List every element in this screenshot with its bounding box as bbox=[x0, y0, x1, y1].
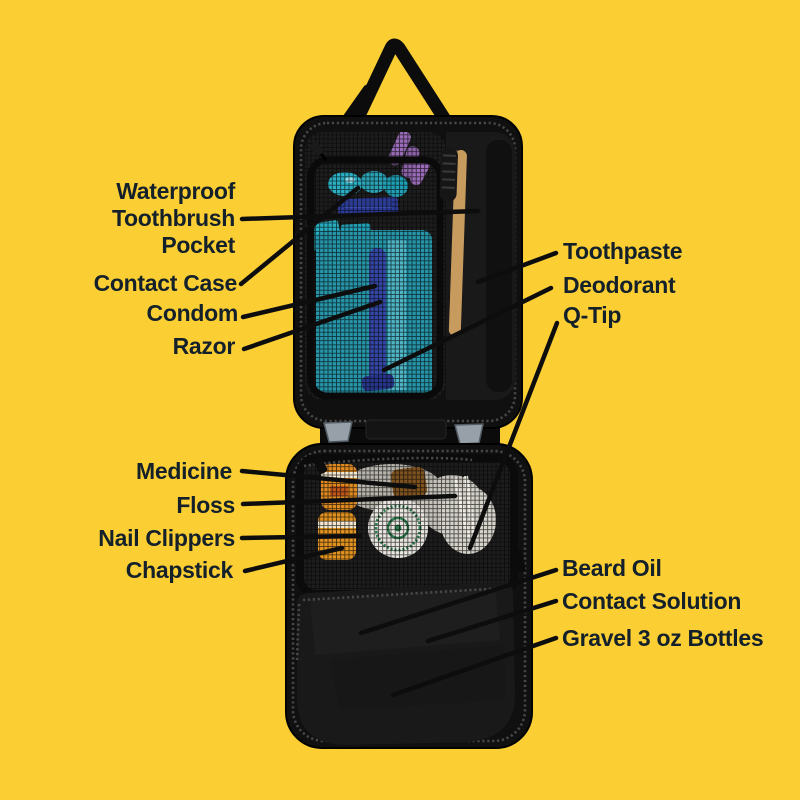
upper-mesh-zipper-pull bbox=[309, 141, 328, 161]
callout-line-nail-clippers bbox=[239, 533, 363, 541]
label-waterproof-toothbrush-pocket: Waterproof Toothbrush Pocket bbox=[112, 178, 235, 259]
label-line: Pocket bbox=[161, 232, 235, 258]
label-toothpaste: Toothpaste bbox=[563, 238, 683, 264]
label-gravel-bottles: Gravel 3 oz Bottles bbox=[562, 625, 764, 651]
label-condom: Condom bbox=[146, 300, 239, 326]
callout-line-chapstick bbox=[242, 545, 345, 574]
flat-bottle-pocket bbox=[295, 581, 515, 745]
label-floss: Floss bbox=[176, 492, 235, 518]
lower-compartment bbox=[285, 443, 533, 749]
callout-line-contact-solution bbox=[425, 598, 559, 644]
label-beard-oil: Beard Oil bbox=[562, 555, 662, 581]
callout-line-beard-oil bbox=[358, 567, 559, 636]
callout-line-gravel-bottles bbox=[390, 635, 559, 698]
hinge-clips bbox=[323, 419, 484, 445]
callout-line-medicine bbox=[239, 468, 418, 490]
label-chapstick: Chapstick bbox=[125, 557, 234, 583]
lower-mesh-zipper-pull bbox=[313, 457, 328, 474]
label-contact-solution: Contact Solution bbox=[562, 588, 742, 614]
callout-lines bbox=[238, 185, 560, 698]
label-contact-case: Contact Case bbox=[93, 270, 238, 296]
callout-line-condom bbox=[240, 283, 378, 320]
callout-line-floss bbox=[240, 493, 458, 507]
label-line: Toothbrush bbox=[111, 205, 235, 231]
clip-left bbox=[323, 421, 353, 443]
bamboo-toothbrush bbox=[439, 147, 467, 336]
label-razor: Razor bbox=[172, 333, 236, 359]
callout-line-razor bbox=[241, 299, 383, 352]
callout-line-qtip bbox=[467, 320, 560, 551]
upper-compartment bbox=[293, 115, 523, 429]
callout-line-toothpaste bbox=[475, 250, 559, 285]
upper-mesh-overlay bbox=[305, 132, 446, 400]
label-qtip: Q-Tip bbox=[563, 302, 622, 328]
hanging-strap-handle bbox=[338, 38, 451, 130]
callout-line-contact-case bbox=[238, 185, 361, 287]
label-deodorant: Deodorant bbox=[563, 272, 676, 298]
side-zipper-pull bbox=[510, 539, 526, 573]
label-line: Waterproof bbox=[116, 178, 235, 204]
label-medicine: Medicine bbox=[135, 458, 232, 484]
callout-line-waterproof-toothbrush-pocket bbox=[239, 208, 481, 222]
upper-mesh-trim bbox=[307, 156, 444, 400]
callout-line-deodorant bbox=[381, 285, 554, 373]
label-nail-clippers: Nail Clippers bbox=[98, 525, 235, 551]
clip-right bbox=[454, 423, 484, 445]
